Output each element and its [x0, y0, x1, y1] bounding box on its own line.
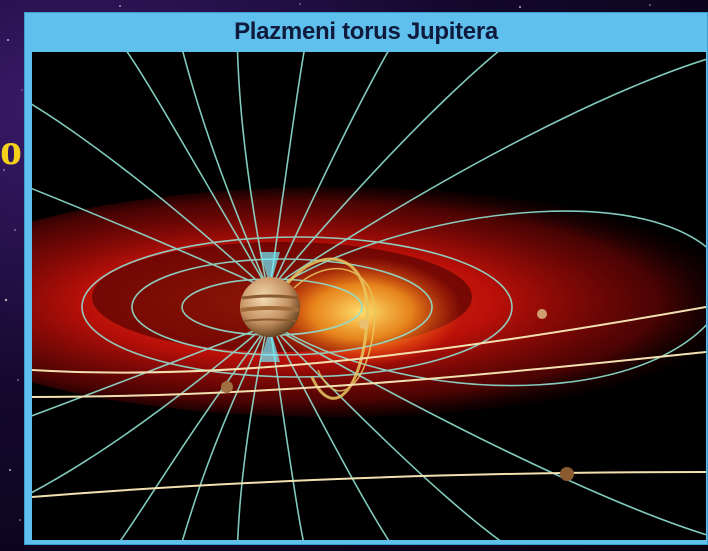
callisto-moon	[560, 467, 574, 481]
ganymede-moon	[221, 381, 233, 393]
figure-panel: Plazmeni torus Jupitera	[24, 12, 708, 545]
polar-aurora	[260, 252, 280, 362]
moons	[221, 309, 574, 481]
moon-orbits	[32, 306, 706, 498]
figure-title: Plazmeni torus Jupitera	[234, 18, 498, 45]
jupiter-planet	[240, 277, 300, 337]
slide-partial-title: o	[0, 128, 22, 172]
europa-moon	[537, 309, 547, 319]
io-moon	[359, 319, 369, 329]
jupiter-plasma-torus-illustration	[32, 52, 706, 540]
